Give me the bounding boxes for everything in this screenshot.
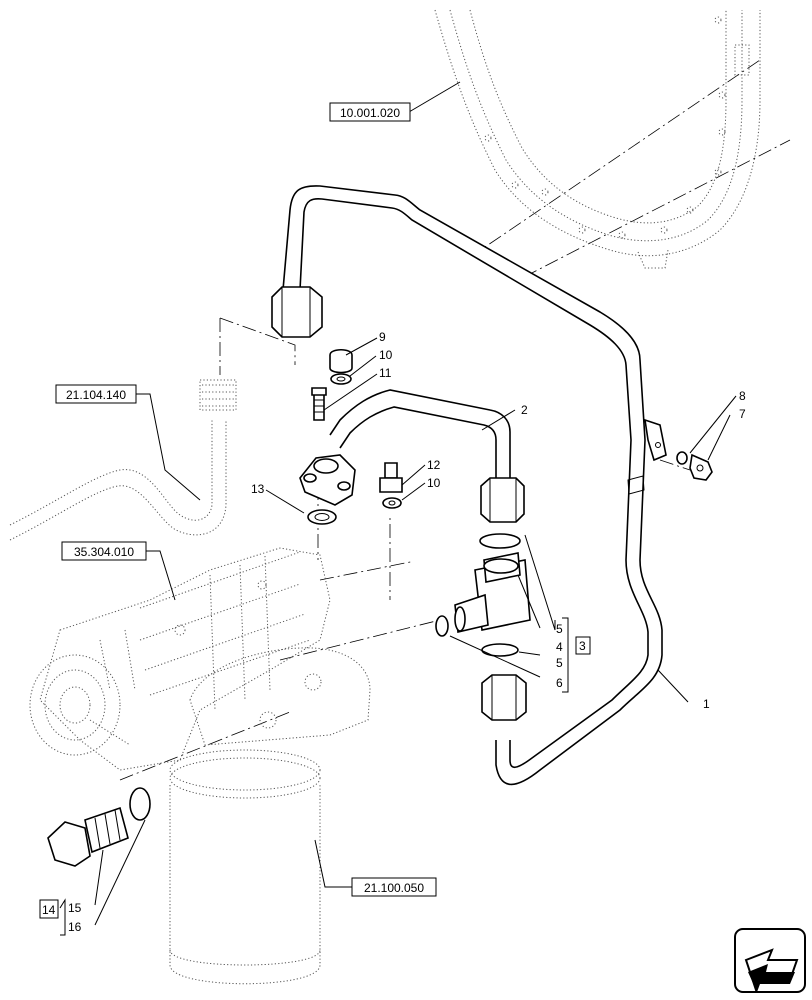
callout-15: 15 bbox=[68, 901, 82, 915]
callout-13: 13 bbox=[251, 482, 265, 496]
pipe-1 bbox=[271, 185, 667, 786]
hydraulic-pump bbox=[29, 547, 331, 771]
callout-8: 8 bbox=[739, 389, 746, 403]
reference-boxes: 10.001.020 21.104.140 35.304.010 21.100.… bbox=[39, 102, 591, 919]
banjo-fitting-parts bbox=[299, 348, 403, 525]
callout-11: 11 bbox=[379, 366, 392, 380]
callout-9: 9 bbox=[379, 330, 386, 344]
callout-2: 2 bbox=[521, 403, 528, 417]
ref-filter: 21.100.050 bbox=[364, 881, 424, 895]
callout-7: 7 bbox=[739, 407, 746, 421]
callout-12: 12 bbox=[427, 458, 441, 472]
callout-10-upper: 10 bbox=[379, 348, 393, 362]
callout-5-upper: 5 bbox=[556, 622, 563, 636]
tee-fitting-parts bbox=[435, 533, 531, 657]
callout-5-lower: 5 bbox=[556, 656, 563, 670]
clip-bolt-parts bbox=[676, 451, 713, 481]
callout-3: 3 bbox=[579, 639, 586, 653]
callout-14: 14 bbox=[42, 903, 56, 917]
callout-4: 4 bbox=[556, 640, 563, 654]
ref-pump: 35.304.010 bbox=[74, 545, 134, 559]
leader-lines bbox=[59, 81, 737, 936]
engine-housing bbox=[434, 9, 761, 269]
callout-1: 1 bbox=[703, 697, 710, 711]
next-page-arrow-icon[interactable] bbox=[734, 928, 806, 993]
callout-6: 6 bbox=[556, 676, 563, 690]
callout-16: 16 bbox=[68, 920, 82, 934]
ref-pipe: 21.104.140 bbox=[66, 388, 126, 402]
pipe-21-104-140 bbox=[9, 379, 237, 541]
callout-numbers: 1 2 3 4 5 5 6 7 8 9 10 10 11 12 13 14 15… bbox=[42, 330, 746, 934]
ref-engine-housing: 10.001.020 bbox=[340, 106, 400, 120]
plug-and-oring bbox=[47, 787, 151, 867]
callout-10-lower: 10 bbox=[427, 476, 441, 490]
oil-filter bbox=[169, 647, 371, 985]
pipe-2 bbox=[329, 389, 525, 523]
